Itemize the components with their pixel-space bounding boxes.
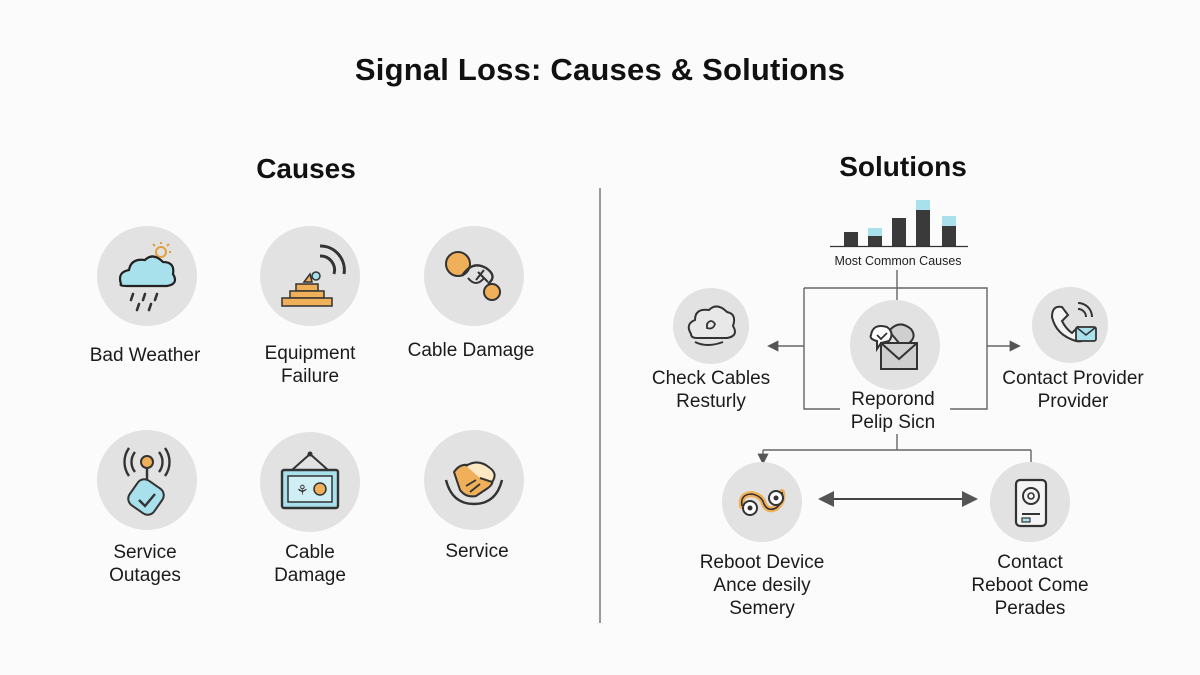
section-divider (599, 188, 601, 623)
cloud-cable-icon (673, 288, 749, 364)
solution-label-contact: Contact Reboot Come Perades (971, 552, 1089, 619)
phone-message-icon (1032, 287, 1108, 363)
cause-label-cable-damage: Cable Damage (407, 340, 535, 361)
solution-label-report: Reporond Pelip Sicn (850, 389, 936, 433)
report-envelope-icon (850, 300, 940, 390)
cause-label-bad-weather: Bad Weather (89, 345, 201, 366)
cloud-rain-icon (97, 226, 197, 326)
solutions-heading: Solutions (839, 151, 967, 182)
cable-tangle-icon (424, 226, 524, 326)
page-title: Signal Loss: Causes & Solutions (354, 52, 846, 87)
reboot-cable-icon (722, 462, 802, 542)
antenna-tag-icon (97, 430, 197, 530)
mini-bar-chart-icon (826, 192, 972, 255)
svg-text:⚘: ⚘ (296, 483, 309, 499)
cause-label-service: Service (445, 541, 509, 562)
chart-caption: Most Common Causes (834, 254, 962, 268)
cause-label-service-outages: Service Outages (109, 542, 181, 586)
cause-label-equipment-failure: Equipment Failure (264, 343, 356, 387)
device-icon (990, 462, 1070, 542)
causes-heading: Causes (256, 153, 356, 184)
solution-label-reboot-device: Reboot Device Ance desily Semery (699, 552, 825, 619)
framed-sign-icon: ⚘ (260, 432, 360, 532)
broken-tower-signal-icon (260, 226, 360, 326)
solution-label-check-cables: Check Cables Resturly (651, 368, 771, 412)
cause-label-cable-damage-2: Cable Damage (274, 542, 346, 586)
solution-label-contact-provider: Contact Provider Provider (1002, 368, 1144, 412)
handshake-icon (424, 430, 524, 530)
